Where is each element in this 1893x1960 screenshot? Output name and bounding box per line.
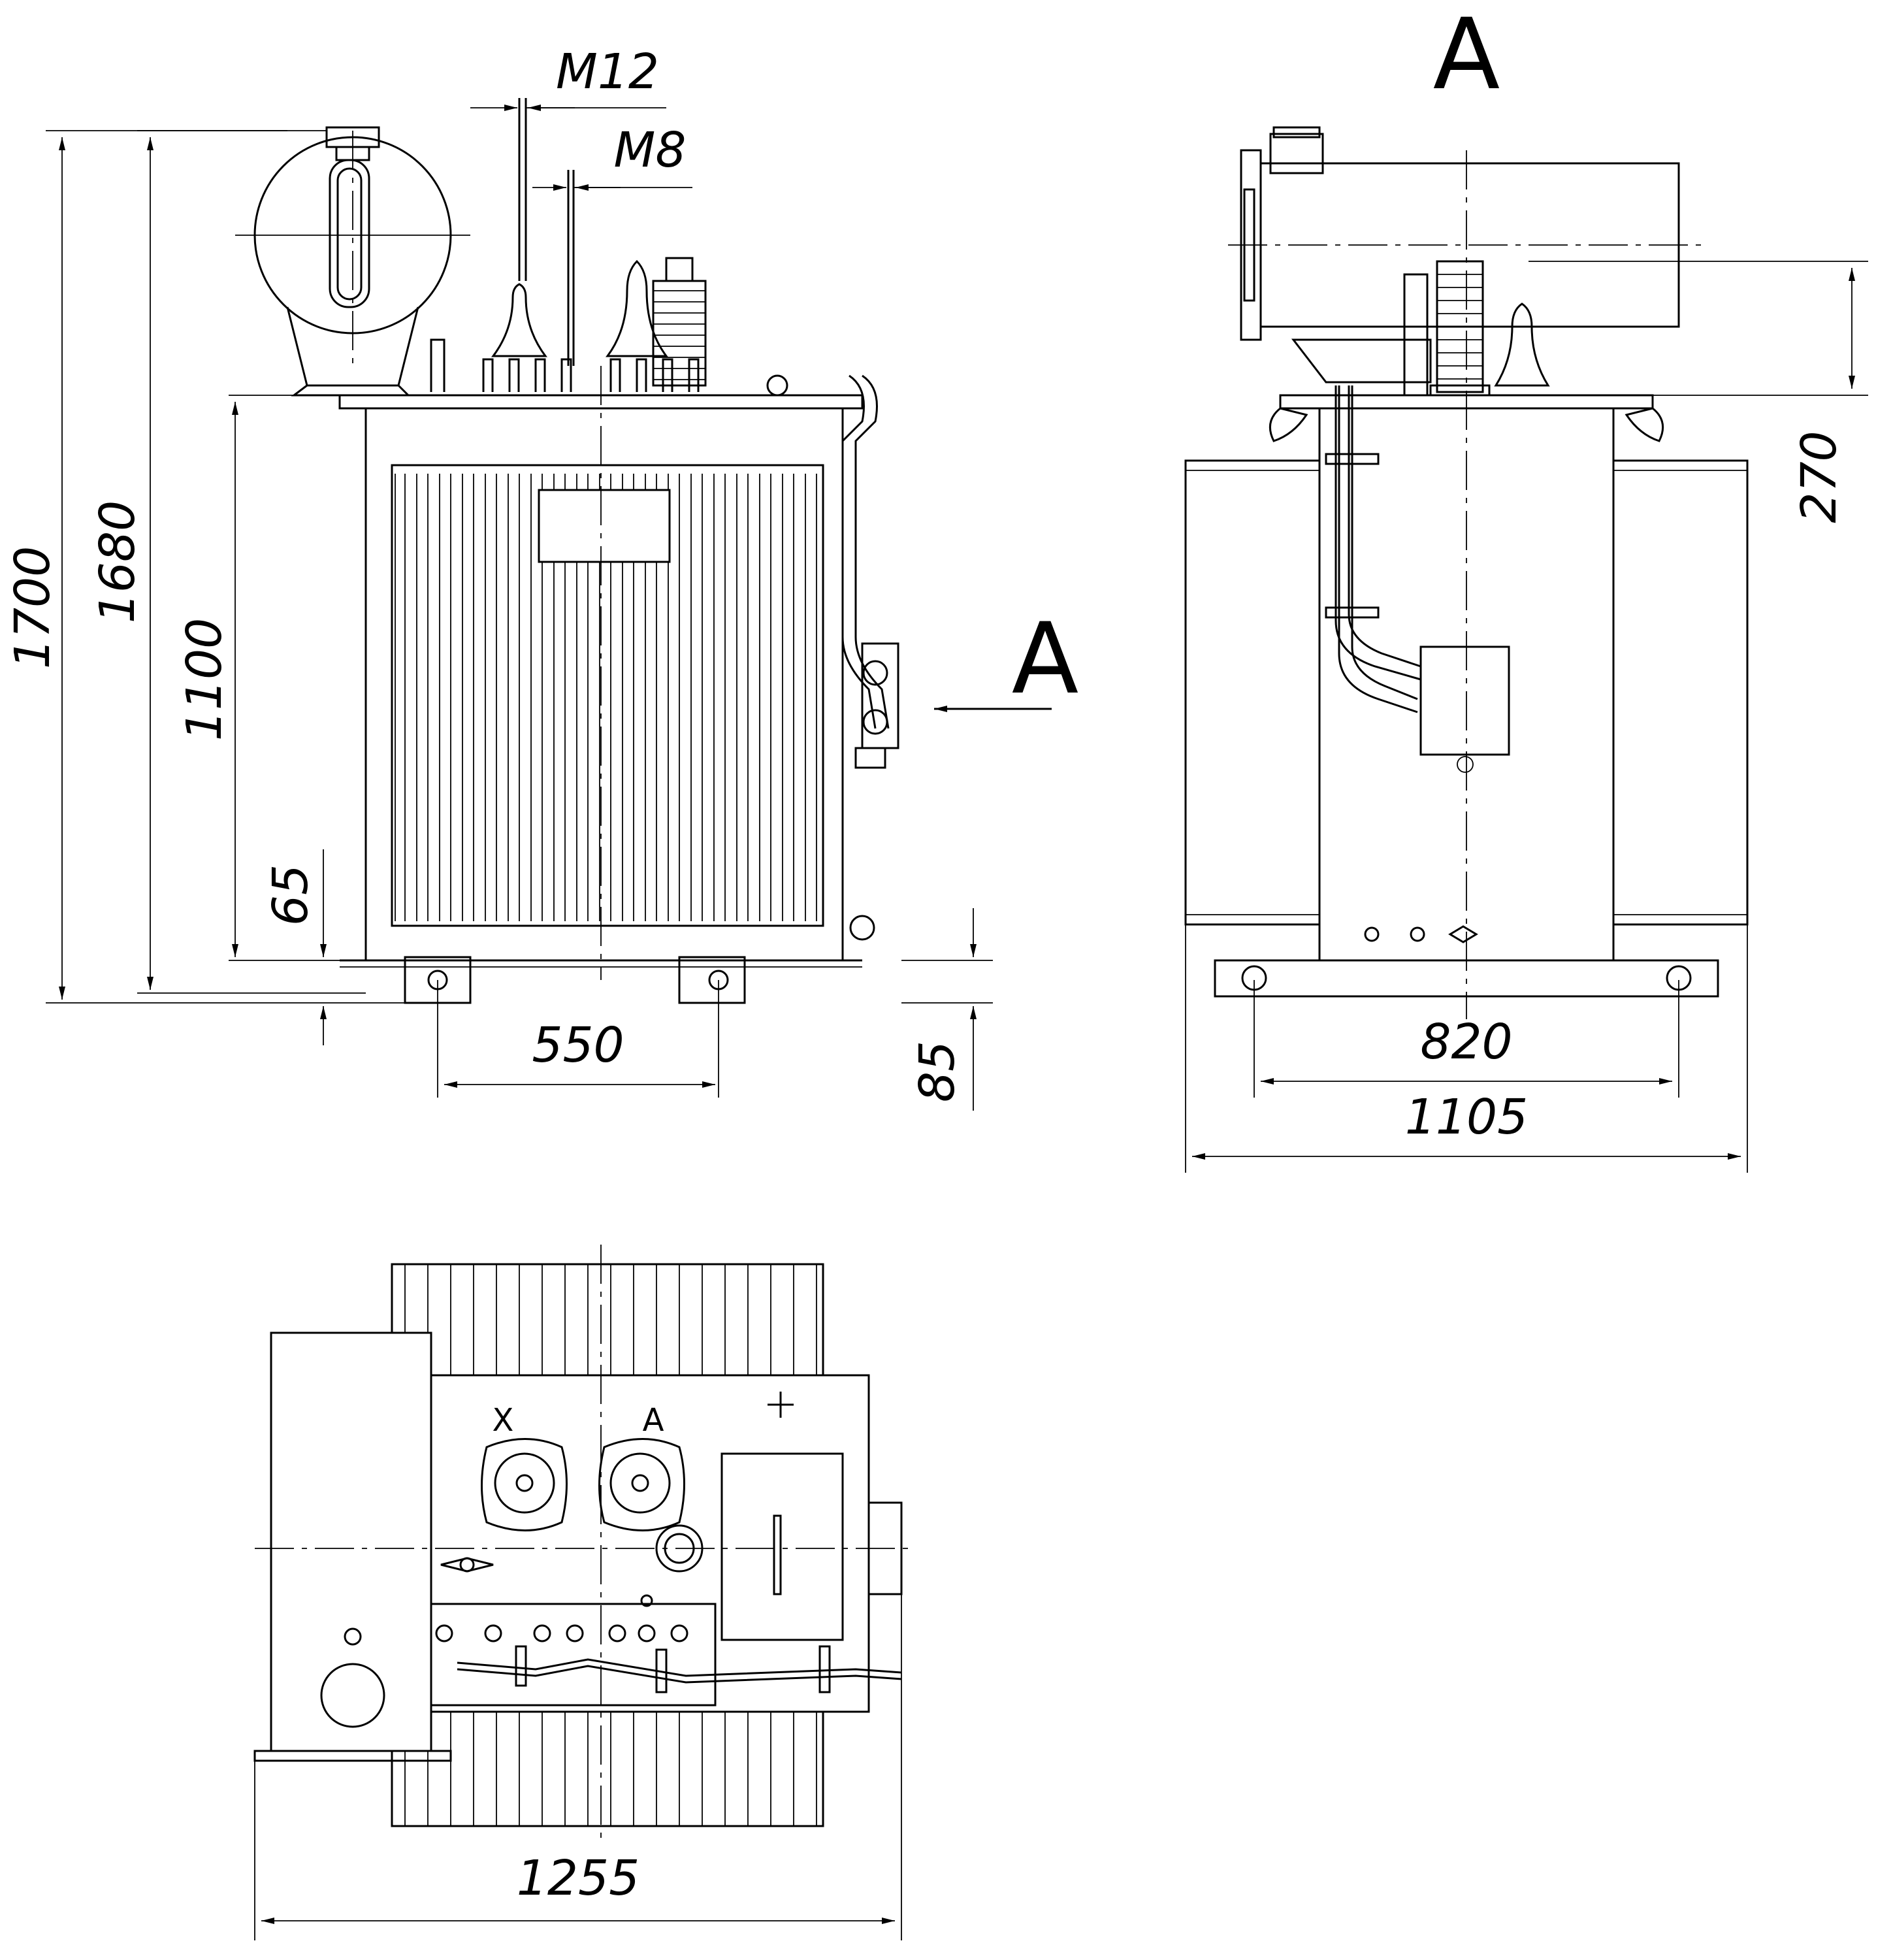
front-dimension-lines — [46, 105, 1052, 1111]
dim-1255: 1255 — [517, 1850, 639, 1906]
front-wheels — [340, 956, 862, 1004]
side-conservator — [1228, 126, 1705, 341]
thread-m12: M12 — [556, 44, 659, 100]
top-panel — [720, 1452, 844, 1641]
top-lifting-eye — [440, 1557, 494, 1573]
front-view: 1700 1680 1100 65 550 85 M12 M8 A — [5, 44, 1078, 1111]
top-cover-plate — [430, 1374, 870, 1713]
top-radiator-fins-upper — [391, 1263, 824, 1377]
dim-1100: 1100 — [176, 618, 233, 741]
terminal-x-label: X — [493, 1402, 514, 1439]
dim-1700: 1700 — [5, 546, 61, 669]
top-conservator — [270, 1331, 432, 1752]
side-dimension-lines — [1185, 261, 1868, 1173]
top-view: X A — [253, 1245, 914, 1940]
top-dimension-lines — [254, 1594, 902, 1940]
view-a-arrow-label: A — [1012, 602, 1079, 716]
side-bushings — [1291, 260, 1550, 397]
front-side-pipe — [841, 374, 899, 941]
front-conservator — [235, 126, 470, 397]
dim-270: 270 — [1791, 431, 1847, 523]
terminal-a-label: A — [643, 1402, 664, 1439]
dim-550: 550 — [532, 1017, 624, 1073]
top-tap-strip — [430, 1594, 902, 1707]
top-bushing-x — [481, 1438, 568, 1531]
dim-1680: 1680 — [89, 500, 146, 623]
side-terminal-box — [1419, 645, 1510, 756]
dim-820: 820 — [1420, 1014, 1512, 1070]
side-view-a: A — [1184, 0, 1868, 1173]
front-nameplate — [538, 489, 671, 563]
dim-1105: 1105 — [1405, 1089, 1528, 1145]
top-radiator-fins-lower — [391, 1710, 824, 1827]
dim-65: 65 — [263, 864, 319, 926]
view-a-title: A — [1433, 0, 1500, 112]
front-bushings — [430, 98, 788, 397]
front-radiator-fins — [391, 464, 824, 927]
thread-m8: M8 — [614, 122, 687, 178]
side-cable-pipe — [1325, 385, 1421, 713]
dim-85: 85 — [909, 1041, 965, 1102]
side-valves — [1364, 925, 1478, 943]
